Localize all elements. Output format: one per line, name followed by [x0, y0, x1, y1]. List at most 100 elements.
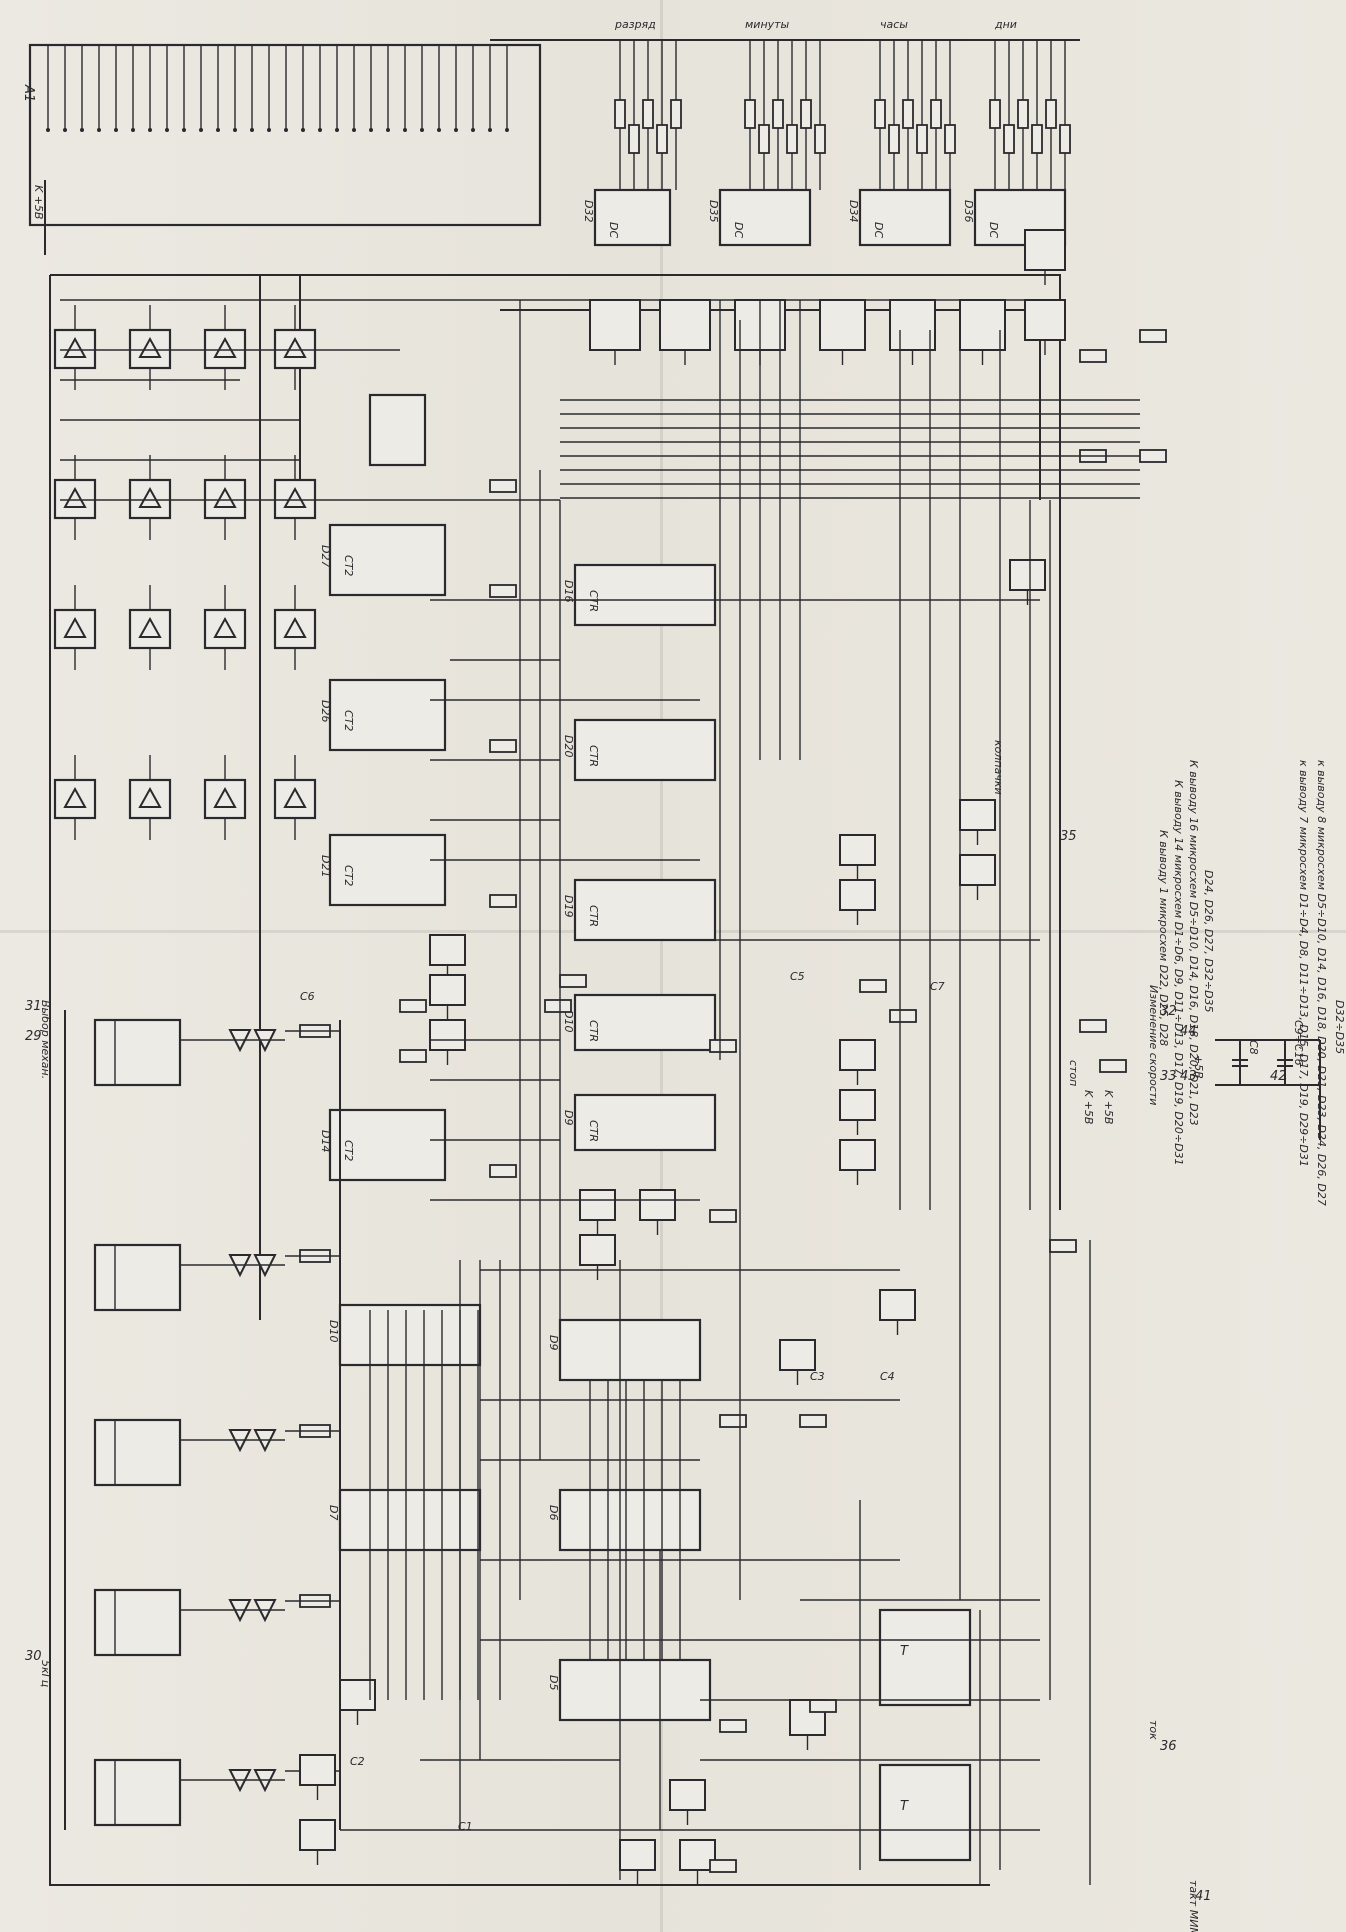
chip-d9-lower-label: D9 [547, 1335, 560, 1350]
buffer-triangle-icon [63, 786, 87, 808]
array-resistor [744, 99, 756, 129]
terminal-30: 30 [25, 1649, 42, 1664]
resistor-box [489, 479, 517, 493]
dc-label-2: DC [732, 222, 745, 238]
resistor-box [489, 739, 517, 753]
cap-c3-label: C3 [810, 1370, 825, 1383]
plus5-label: +5В [1192, 1055, 1205, 1079]
logic-gate-box [839, 834, 876, 866]
logic-gate-box [299, 1819, 336, 1851]
logic-gate-box [839, 1039, 876, 1071]
trigger-t-label-2: T [900, 1799, 909, 1814]
buffer-triangle-icon [283, 616, 307, 638]
header-label-2: часы [880, 18, 908, 31]
left-counter-box [93, 1418, 182, 1487]
a1-pin-dot [318, 128, 322, 132]
logic-gate-box [429, 1019, 466, 1051]
a1-pin-dot [369, 128, 373, 132]
cap-c2-label: C2 [350, 1755, 365, 1768]
dc-label-1: DC [607, 222, 620, 238]
net-stop: стоп [1067, 1060, 1080, 1086]
chip-d10-label: D10 [562, 1010, 575, 1032]
buffer-triangle-icon [63, 336, 87, 358]
chip-d35-label: D35 [707, 200, 720, 222]
a1-pin-dot [505, 128, 509, 132]
resistor-box [1079, 349, 1107, 363]
logic-gate-box [779, 1339, 816, 1371]
logic-gate-box [639, 1189, 676, 1221]
array-resistor [944, 124, 956, 154]
chip-d26-label: D26 [319, 700, 332, 722]
array-resistor [758, 124, 770, 154]
resistor-box [489, 1164, 517, 1178]
array-resistor [930, 99, 942, 129]
array-resistor [1045, 99, 1057, 129]
note-4: к выводу 7 микросхем D1÷D4, D8, D11÷D13,… [1297, 760, 1310, 1167]
resistor-box [489, 584, 517, 598]
resistor-box [544, 999, 572, 1013]
resistor-box [709, 1859, 737, 1873]
top-decoder-blocks: DC DC DC DC D32 D35 D34 D36 разряд минут… [490, 18, 1080, 247]
resistor-box [709, 1209, 737, 1223]
buffer-array [53, 305, 317, 840]
ctr-label-2: CTR [587, 745, 600, 767]
chip-d27-label: D27 [319, 545, 332, 567]
terminal-43: 43 [1180, 1069, 1197, 1084]
chip-d6-label: D6 [547, 1505, 560, 1520]
freq-label: 5кГц [39, 1660, 52, 1687]
lower-counters: D10 D7 D9 D6 D5 [327, 1303, 712, 1722]
net-kolpak: колпачки [992, 740, 1005, 795]
a1-pin-dot [165, 128, 169, 132]
left-counter-box [93, 1758, 182, 1827]
chip-d36-label: D36 [962, 200, 975, 222]
logic-gate-box [1024, 229, 1066, 271]
chip-d19-label: D19 [562, 895, 575, 917]
resistor-box [399, 999, 427, 1013]
resistor-box [559, 974, 587, 988]
resistor-box [799, 1414, 827, 1428]
ctr-label-4: CTR [587, 1020, 600, 1042]
a1-pin-dot [420, 128, 424, 132]
array-resistor [902, 99, 914, 129]
terminal-42: 42 [1270, 1069, 1287, 1084]
resistor-box [489, 894, 517, 908]
cap-c7-label: C7 [930, 980, 945, 993]
array-resistor [670, 99, 682, 129]
logic-gate-box [819, 299, 866, 351]
a1-pin-dot [301, 128, 305, 132]
logic-gate-box [429, 934, 466, 966]
cap-c1-label: C1 [458, 1820, 473, 1833]
a1-pin-dot [114, 128, 118, 132]
terminal-35: 35 [1060, 829, 1077, 844]
logic-gate-box [839, 1089, 876, 1121]
logic-gate-box [299, 1754, 336, 1786]
logic-gate-box [839, 1139, 876, 1171]
note-3: D24, D26, D27, D32÷D35 [1202, 870, 1215, 1013]
buffer-triangle-icon [283, 786, 307, 808]
net-tok: ток [1147, 1720, 1160, 1740]
logic-gates [299, 229, 1066, 1885]
a1-pin-dot [352, 128, 356, 132]
terminal-32: 32 [1160, 1004, 1177, 1019]
notes-block: К выводу 1 микросхем D22, D25, D28 К выв… [1157, 760, 1346, 1206]
buffer-triangle-icon [213, 786, 237, 808]
resistor-box [1139, 449, 1167, 463]
ct2-label-1: CT2 [342, 555, 355, 576]
a1-pin-dot [148, 128, 152, 132]
resistor-box [709, 1039, 737, 1053]
left-counter-box [93, 1018, 182, 1087]
note-1: К выводу 14 микросхем D1÷D6, D9, D11÷D13… [1172, 780, 1185, 1166]
logic-gate-box [579, 1189, 616, 1221]
osc-caps: C1 C2 C3 C4 C5 C6 C7 [300, 970, 945, 1833]
logic-gate-box [959, 299, 1006, 351]
array-resistor [1017, 99, 1029, 129]
routing-wires [60, 299, 1140, 1885]
terminal-44: 44 [1180, 1024, 1197, 1039]
a1-pin-dot [233, 128, 237, 132]
a1-pin-dot [216, 128, 220, 132]
array-resistor [1031, 124, 1043, 154]
terminal-31: 31 [25, 999, 42, 1014]
chip-d5-label: D5 [547, 1675, 560, 1690]
terminal-36: 36 [1160, 1739, 1177, 1754]
